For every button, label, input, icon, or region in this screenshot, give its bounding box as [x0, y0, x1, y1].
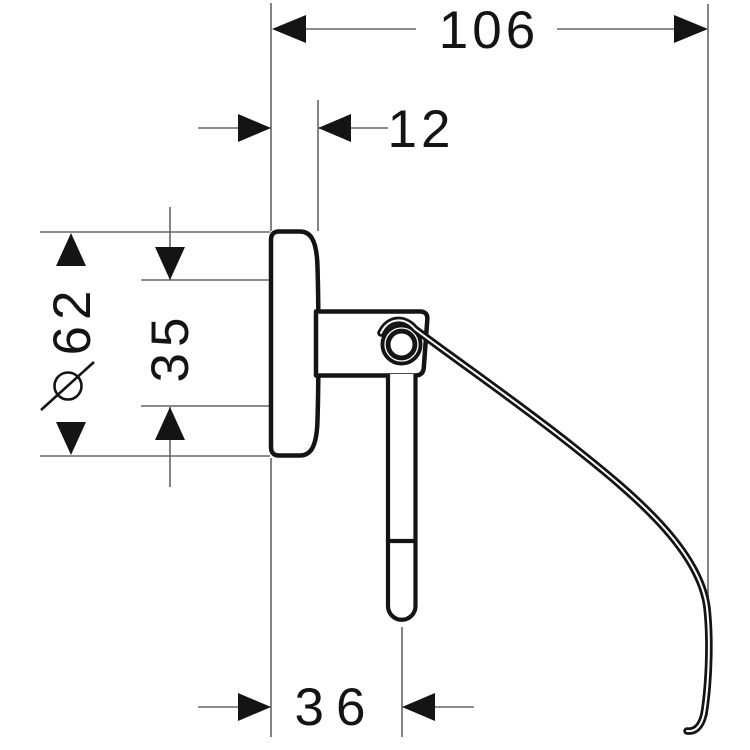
- holder-rod-body: [385, 374, 418, 622]
- dim35-label: 35: [141, 312, 200, 383]
- dim62-arrow-bottom: [56, 422, 86, 455]
- dimension-arrows: [56, 15, 708, 721]
- dim12-label: 12: [388, 100, 455, 159]
- dim36-arrow-left: [238, 693, 271, 721]
- dim106-arrow-left: [272, 15, 306, 43]
- pivot-pin: [380, 323, 423, 366]
- spring-clip-wire: [377, 316, 713, 735]
- wall-plate: [268, 229, 321, 458]
- dim106-label: 106: [439, 1, 539, 60]
- dimension-labels: 106 12 36 62 35: [43, 1, 539, 737]
- diameter-symbol-slash: [40, 361, 95, 411]
- dim62-label: 62: [43, 285, 102, 356]
- dim12-arrow-left: [238, 114, 271, 142]
- dim35-arrow-bottom: [155, 407, 185, 440]
- dim12-arrow-right: [318, 114, 351, 142]
- dim36-arrow-right: [402, 693, 435, 721]
- spring-clip-wire-outer: [377, 316, 713, 735]
- pivot-pin-ring-highlight: [384, 327, 419, 362]
- diameter-symbol-circle: [53, 371, 83, 401]
- dim62-arrow-top: [56, 233, 86, 266]
- dim35-arrow-top: [155, 247, 185, 280]
- holder-rod: [385, 374, 418, 622]
- spring-clip-wire-core: [380, 319, 710, 733]
- diameter-symbol-icon: [40, 361, 95, 411]
- dim106-arrow-right: [674, 15, 708, 43]
- dim36-label: 36: [295, 678, 378, 737]
